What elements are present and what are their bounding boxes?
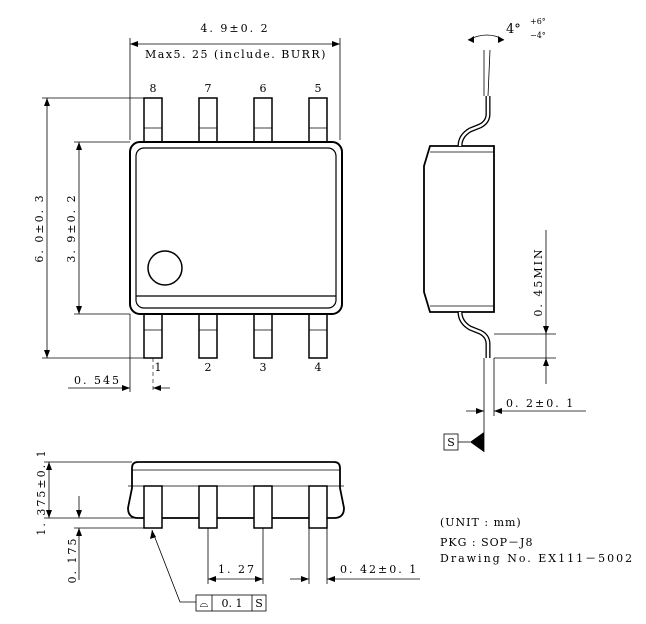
drawing-number: Drawing No. EX111－5002 <box>440 552 634 565</box>
pin-number-8: 8 <box>150 82 157 95</box>
side-view: 4° +6° −4° 0. 45MIN 0. 2±0. 1 S <box>423 17 586 452</box>
flatness-value: 0. 1 <box>222 597 243 610</box>
width-dimension: 4. 9±0. 2 <box>200 22 269 35</box>
pin-number-5: 5 <box>315 82 322 95</box>
package-height-dimension: 1. 375±0. 1 <box>35 448 48 535</box>
pin-number-1: 1 <box>155 361 162 374</box>
pin-number-4: 4 <box>315 361 322 374</box>
angle-plus-tolerance: +6° <box>530 17 546 26</box>
pin-number-7: 7 <box>205 82 212 95</box>
top-view: 4. 9±0. 2 Max5. 25 (include. BURR) 8 7 6… <box>33 22 343 392</box>
angle-main: 4° <box>506 22 521 37</box>
flatness-datum: S <box>255 597 263 610</box>
top-pins <box>143 97 328 145</box>
pin-number-6: 6 <box>260 82 267 95</box>
notes: (UNIT : mm) PKG : SOP－J8 Drawing No. EX1… <box>440 516 634 565</box>
datum-triangle <box>470 432 484 452</box>
max-width-note: Max5. 25 (include. BURR) <box>145 48 327 61</box>
flatness-symbol: ⌓ <box>200 597 209 610</box>
overall-height-dimension: 6. 0±0. 3 <box>33 193 46 262</box>
pin-number-2: 2 <box>205 361 212 374</box>
datum-label: S <box>447 436 455 449</box>
standoff-dimension: 0. 175 <box>66 537 79 584</box>
package-body-top <box>129 141 343 315</box>
flatness-tolerance-frame: ⌓ 0. 1 S <box>195 594 267 612</box>
package-name: PKG : SOP－J8 <box>440 536 533 549</box>
lead-thickness-dimension: 0. 2±0. 1 <box>506 397 575 410</box>
pitch-dimension: 1. 27 <box>218 563 256 576</box>
lead-min-dimension: 0. 45MIN <box>532 247 545 316</box>
front-view: 1. 375±0. 1 0. 175 1. 27 0. 42±0. 1 ⌓ <box>35 448 420 612</box>
package-body-side <box>423 145 495 313</box>
bottom-pins <box>143 309 328 359</box>
angle-minus-tolerance: −4° <box>530 31 546 40</box>
body-height-dimension: 3. 9±0. 2 <box>65 193 78 262</box>
package-body-front <box>127 461 345 519</box>
pin1-marker <box>147 250 183 286</box>
pin-number-3: 3 <box>260 361 267 374</box>
unit-note: (UNIT : mm) <box>440 516 522 529</box>
lead-width-dimension: 0. 42±0. 1 <box>340 563 418 576</box>
pin1-offset-dimension: 0. 545 <box>74 374 121 387</box>
